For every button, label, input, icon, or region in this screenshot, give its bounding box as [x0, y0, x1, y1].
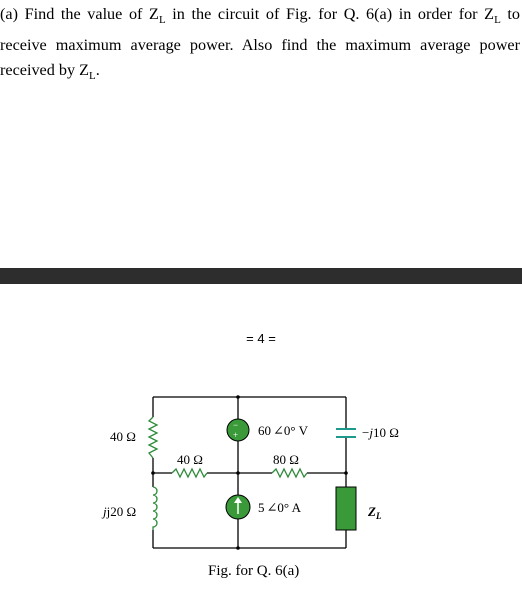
label-zl: ZL — [367, 504, 382, 521]
label-l-left: jj20 Ω — [101, 504, 136, 519]
svg-text:+: + — [233, 430, 238, 440]
current-source — [225, 494, 251, 520]
svg-text:−: − — [233, 420, 238, 430]
inductor-j20 — [152, 486, 158, 530]
label-cap: −j10 Ω — [362, 425, 399, 440]
capacitor-minus-j10 — [336, 428, 356, 438]
junction-dots — [151, 395, 348, 550]
figure-caption: Fig. for Q. 6(a) — [208, 563, 300, 579]
resistor-mid-40 — [171, 467, 208, 479]
question-text: (a) Find the value of ZL in the circuit … — [0, 5, 521, 83]
label-r-mid: 40 Ω — [177, 452, 203, 467]
label-vsrc: 60∠0° V — [258, 423, 309, 438]
circuit-wires — [152, 396, 347, 549]
page-divider — [0, 268, 522, 284]
resistor-right-80 — [271, 467, 308, 479]
question-part: (a) — [0, 5, 18, 23]
page-number: = 4 = — [246, 331, 276, 346]
load-zl — [335, 486, 357, 531]
label-r-left: 40 Ω — [110, 429, 136, 444]
label-r-right: 80 Ω — [273, 452, 299, 467]
voltage-source: − + — [226, 418, 250, 442]
label-isrc: 5∠0° A — [258, 500, 302, 515]
resistor-left-40 — [147, 416, 159, 459]
